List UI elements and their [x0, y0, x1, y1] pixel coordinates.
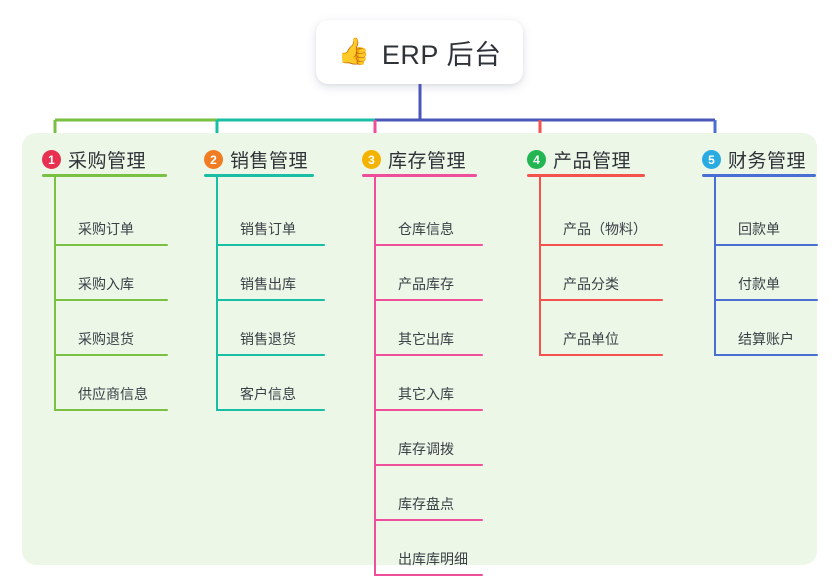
branch-leaf-rule — [374, 299, 483, 301]
branch-leaf-rule — [54, 244, 168, 246]
branch-leaf-item[interactable]: 仓库信息 — [374, 191, 483, 246]
branch-leaf-item[interactable]: 出库库明细 — [374, 521, 483, 576]
branch-header-rule — [702, 174, 816, 177]
branch-leaf-label: 产品单位 — [563, 331, 619, 347]
branch-leaf-rule — [539, 244, 663, 246]
root-node-label: ERP 后台 — [381, 39, 502, 70]
branch-leaf-item[interactable]: 产品分类 — [539, 246, 663, 301]
branch-leaf-rule — [54, 354, 168, 356]
branch-title: 财务管理 — [728, 151, 807, 172]
branch-panel: 1 采购管理采购订单采购入库采购退货供应商信息 2 销售管理销售订单销售出库销售退货客… — [22, 133, 818, 576]
branch-leaf-rule — [374, 354, 483, 356]
branch-spine — [539, 175, 541, 356]
branch-badge-number: 2 — [204, 150, 223, 169]
branch-badge-number: 4 — [527, 150, 546, 169]
branch-leaf-item[interactable]: 销售出库 — [216, 246, 325, 301]
branch-leaf-rule — [374, 409, 483, 411]
branch-title: 库存管理 — [388, 151, 467, 172]
branch-leaf-label: 库存盘点 — [398, 496, 454, 512]
branch-leaf-rule — [374, 464, 483, 466]
branch-leaf-item[interactable]: 客户信息 — [216, 356, 325, 411]
branch-leaf-rule — [539, 354, 663, 356]
branch-leaf-label: 库存调拨 — [398, 441, 454, 457]
branch-header-3[interactable]: 3 库存管理 — [362, 146, 466, 173]
branch-spine — [714, 175, 716, 356]
branch-header-2[interactable]: 2 销售管理 — [204, 146, 308, 173]
root-node[interactable]: 👍 ERP 后台 — [316, 20, 523, 84]
branch-header-rule — [42, 174, 167, 177]
branch-leaf-item[interactable]: 采购入库 — [54, 246, 168, 301]
branch-title: 销售管理 — [230, 151, 309, 172]
branch-leaf-rule — [216, 409, 325, 411]
branch-leaf-rule — [374, 244, 483, 246]
branch-header-rule — [204, 174, 314, 177]
branch-leaf-label: 产品（物料） — [563, 221, 647, 237]
branch-leaf-label: 采购退货 — [78, 331, 134, 347]
branch-leaf-item[interactable]: 产品单位 — [539, 301, 663, 356]
branch-leaf-rule — [374, 519, 483, 521]
branch-leaf-rule — [714, 354, 818, 356]
branch-leaf-item[interactable]: 产品库存 — [374, 246, 483, 301]
branch-leaf-item[interactable]: 采购订单 — [54, 191, 168, 246]
branch-leaf-item[interactable]: 销售订单 — [216, 191, 325, 246]
branch-leaf-item[interactable]: 产品（物料） — [539, 191, 663, 246]
branch-leaf-label: 付款单 — [738, 276, 780, 292]
branch-leaf-label: 出库库明细 — [398, 551, 468, 567]
branch-badge-number: 3 — [362, 150, 381, 169]
branch-leaf-rule — [216, 354, 325, 356]
branch-badge-number: 1 — [42, 150, 61, 169]
branch-leaf-item[interactable]: 结算账户 — [714, 301, 818, 356]
branch-header-1[interactable]: 1 采购管理 — [42, 146, 146, 173]
branch-leaf-item[interactable]: 付款单 — [714, 246, 818, 301]
branch-leaf-rule — [216, 299, 325, 301]
branch-leaf-label: 销售退货 — [240, 331, 296, 347]
branch-header-5[interactable]: 5 财务管理 — [702, 146, 806, 173]
branch-leaf-rule — [54, 409, 168, 411]
branch-leaf-item[interactable]: 采购退货 — [54, 301, 168, 356]
branch-leaf-rule — [54, 299, 168, 301]
branch-spine — [216, 175, 218, 411]
branch-spine — [54, 175, 56, 411]
branch-header-rule — [362, 174, 477, 177]
branch-title: 产品管理 — [553, 151, 632, 172]
branch-leaf-label: 产品分类 — [563, 276, 619, 292]
branch-leaf-item[interactable]: 回款单 — [714, 191, 818, 246]
branch-leaf-label: 销售订单 — [240, 221, 296, 237]
thumbs-up-icon: 👍 — [337, 36, 370, 66]
branch-leaf-item[interactable]: 库存盘点 — [374, 466, 483, 521]
branch-leaf-rule — [714, 299, 818, 301]
branch-leaf-rule — [374, 574, 483, 576]
branch-spine — [374, 175, 376, 576]
branch-leaf-label: 其它出库 — [398, 331, 454, 347]
branch-leaf-label: 其它入库 — [398, 386, 454, 402]
branch-leaf-label: 客户信息 — [240, 386, 296, 402]
branch-badge-number: 5 — [702, 150, 721, 169]
branch-leaf-label: 销售出库 — [240, 276, 296, 292]
branch-leaf-label: 回款单 — [738, 221, 780, 237]
branch-leaf-item[interactable]: 库存调拨 — [374, 411, 483, 466]
branch-leaf-label: 仓库信息 — [398, 221, 454, 237]
branch-leaf-label: 产品库存 — [398, 276, 454, 292]
branch-leaf-item[interactable]: 其它入库 — [374, 356, 483, 411]
branch-leaf-label: 供应商信息 — [78, 386, 148, 402]
branch-leaf-rule — [714, 244, 818, 246]
branch-leaf-label: 采购入库 — [78, 276, 134, 292]
branch-leaf-label: 采购订单 — [78, 221, 134, 237]
branch-leaf-rule — [539, 299, 663, 301]
branch-title: 采购管理 — [68, 151, 147, 172]
branch-leaf-rule — [216, 244, 325, 246]
branch-leaf-item[interactable]: 其它出库 — [374, 301, 483, 356]
branch-header-4[interactable]: 4 产品管理 — [527, 146, 631, 173]
branch-leaf-label: 结算账户 — [738, 331, 794, 347]
branch-leaf-item[interactable]: 销售退货 — [216, 301, 325, 356]
branch-leaf-item[interactable]: 供应商信息 — [54, 356, 168, 411]
branch-header-rule — [527, 174, 645, 177]
